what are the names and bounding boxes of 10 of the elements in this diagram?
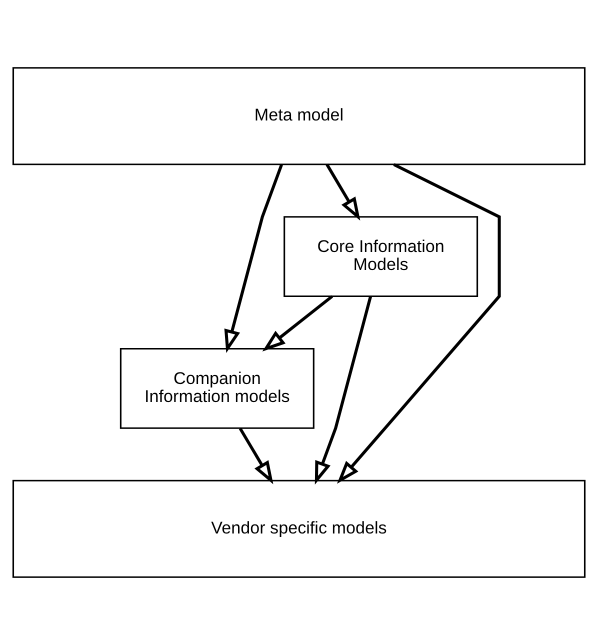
arrow xyxy=(238,427,274,484)
arrow xyxy=(336,162,501,484)
node-box: Meta model xyxy=(12,66,586,165)
arrow xyxy=(326,163,360,220)
arrow xyxy=(262,294,334,352)
arrow xyxy=(224,164,283,353)
arrow xyxy=(314,296,372,484)
node-box: Companion Information models xyxy=(120,347,314,428)
node-box: Core Information Models xyxy=(284,216,478,297)
node-box: Vendor specific models xyxy=(12,479,586,578)
